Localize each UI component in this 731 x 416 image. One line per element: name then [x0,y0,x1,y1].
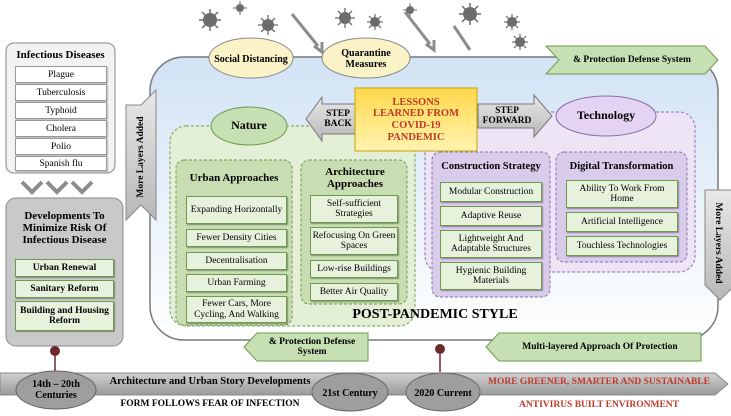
architecture-item: Low-rise Buildings [310,260,398,278]
right-vertical-arrow [704,189,731,301]
more-layers-left-label: More Layers Added [135,116,146,198]
urban-item: Urban Farming [186,274,287,292]
disease-item: Cholera [15,120,107,137]
architecture-item: Refocusing On Green Spaces [310,227,398,255]
era-current-label: 2020 Current [414,387,472,399]
urban-item: Fewer Density Cities [186,229,287,247]
protection-bottom-label: & Protection Defense System [268,336,356,357]
step-forward-label: STEP FORWARD [482,105,532,126]
urban-item: Decentralisation [186,252,287,270]
story-label: Architecture and Urban Story Development… [109,376,311,388]
quarantine-label: Quarantine Measures [341,48,391,70]
era-start-label: 14th – 20th Centuries [18,377,94,403]
development-item: Urban Renewal [15,259,114,277]
era-start-text: 14th – 20th Centuries [32,379,80,401]
virus-icons [199,1,528,50]
era-mid-label: 21st Century [322,387,378,399]
more-layers-right-label: More Layers Added [713,202,724,284]
development-item: Building and Housing Reform [15,301,114,331]
development-item: Sanitary Reform [15,280,114,298]
digital-item: Touchless Technologies [566,236,678,256]
digital-item: Ability To Work From Home [566,180,678,208]
form-follows-label: FORM FOLLOWS FEAR OF INFECTION [120,398,300,409]
protection-top-label: & Protection Defense System [573,54,691,65]
nature-label: Nature [231,118,267,133]
post-pandemic-title: POST-PANDEMIC STYLE [352,307,518,323]
social-ellipse [208,37,294,79]
urban-title: Urban Approaches [189,171,279,184]
disease-item: Tuberculosis [15,84,107,101]
protection-bottom-chevron [243,332,369,362]
urban-item: Fewer Cars, More Cycling, And Walking [186,296,287,323]
era-start-ellipse [15,370,97,410]
step-forward-arrow [477,93,553,139]
left-vertical-arrow [125,88,157,222]
construction-item: Modular Construction [440,182,542,202]
construction-item: Hygienic Building Materials [440,262,542,290]
multilayered-label: Multi-layered Approach Of Protection [522,341,678,352]
timeline-markers [50,344,445,372]
construction-item: Adaptive Reuse [440,206,542,226]
digital-item: Artificial Intelligence [566,212,678,232]
step-back-label: STEP BACK [324,108,352,129]
protection-top-chevron [544,45,719,75]
lessons-box [354,87,478,152]
technology-label: Technology [576,108,636,123]
developments-title: Developments To Minimize Risk Of Infecti… [22,209,107,247]
architecture-item: Better Air Quality [310,283,398,301]
virus-arrows [290,11,472,55]
disease-item: Plague [15,66,107,83]
greener-label: MORE GREENER, SMARTER AND SUSTAINABLE [488,376,710,387]
social-distancing-label: Social Distancing [214,53,288,65]
diseases-title: Infectious Diseases [16,48,105,61]
nature-ellipse [210,106,288,146]
digital-title: Digital Transformation [569,161,674,173]
construction-item: Lightweight And Adaptable Structures [440,230,542,258]
disease-item: Spanish flu [15,156,107,171]
architecture-item: Self-sufficient Strategies [310,195,398,223]
technology-ellipse [555,95,657,137]
lessons-label: LESSONS LEARNED FROM COVID-19 PANDEMIC [372,96,460,143]
antivirus-label: ANTIVIRUS BUILT ENVIRONMENT [519,399,679,410]
urban-item: Expanding Horizontally [186,196,287,224]
era-mid-ellipse [311,372,389,412]
quarantine-ellipse [321,37,411,79]
era-current-ellipse [405,372,481,412]
disease-item: Typhoid [15,102,107,119]
construction-title: Construction Strategy [441,161,541,173]
chevron-arrows [20,180,94,195]
disease-item: Polio [15,138,107,155]
architecture-title: Architecture Approaches [325,165,385,190]
multilayered-chevron [485,332,702,362]
